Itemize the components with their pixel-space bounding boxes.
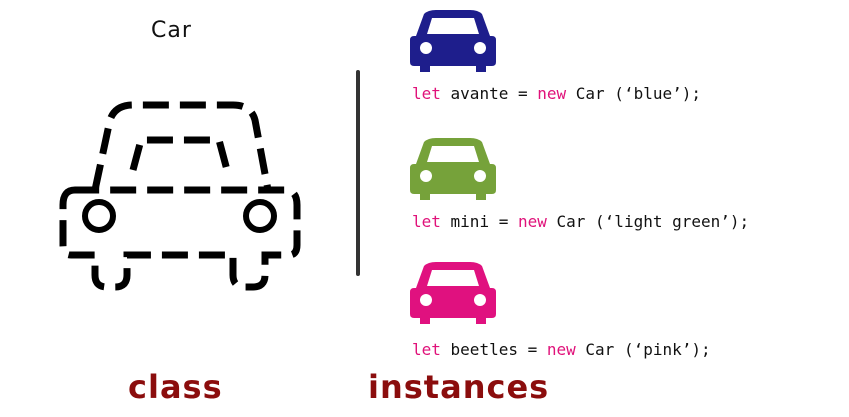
car-icon bbox=[410, 138, 496, 200]
instance-code-blue: let avante = new Car (‘blue’); bbox=[412, 84, 701, 103]
instances-label: instances bbox=[368, 368, 550, 406]
keyword-let: let bbox=[412, 84, 441, 103]
divider-line bbox=[356, 70, 360, 276]
car-icon bbox=[410, 262, 496, 324]
keyword-new: new bbox=[517, 212, 547, 231]
keyword-new: new bbox=[546, 340, 576, 359]
keyword-let: let bbox=[412, 212, 441, 231]
keyword-let: let bbox=[412, 340, 441, 359]
constructor-call: Car (‘blue’); bbox=[566, 84, 701, 103]
class-label: class bbox=[128, 368, 223, 406]
instance-code-pink: let beetles = new Car (‘pink’); bbox=[412, 340, 711, 359]
keyword-new: new bbox=[537, 84, 567, 103]
var-name: avante = bbox=[440, 84, 538, 103]
instance-code-light-green: let mini = new Car (‘light green’); bbox=[412, 212, 749, 231]
class-title: Car bbox=[151, 18, 192, 43]
var-name: beetles = bbox=[440, 340, 547, 359]
car-icon bbox=[410, 10, 496, 72]
constructor-call: Car (‘pink’); bbox=[575, 340, 711, 359]
constructor-call: Car (‘light green’); bbox=[546, 212, 750, 231]
dashed-car-outline-icon bbox=[59, 101, 301, 291]
var-name: mini = bbox=[440, 212, 518, 231]
